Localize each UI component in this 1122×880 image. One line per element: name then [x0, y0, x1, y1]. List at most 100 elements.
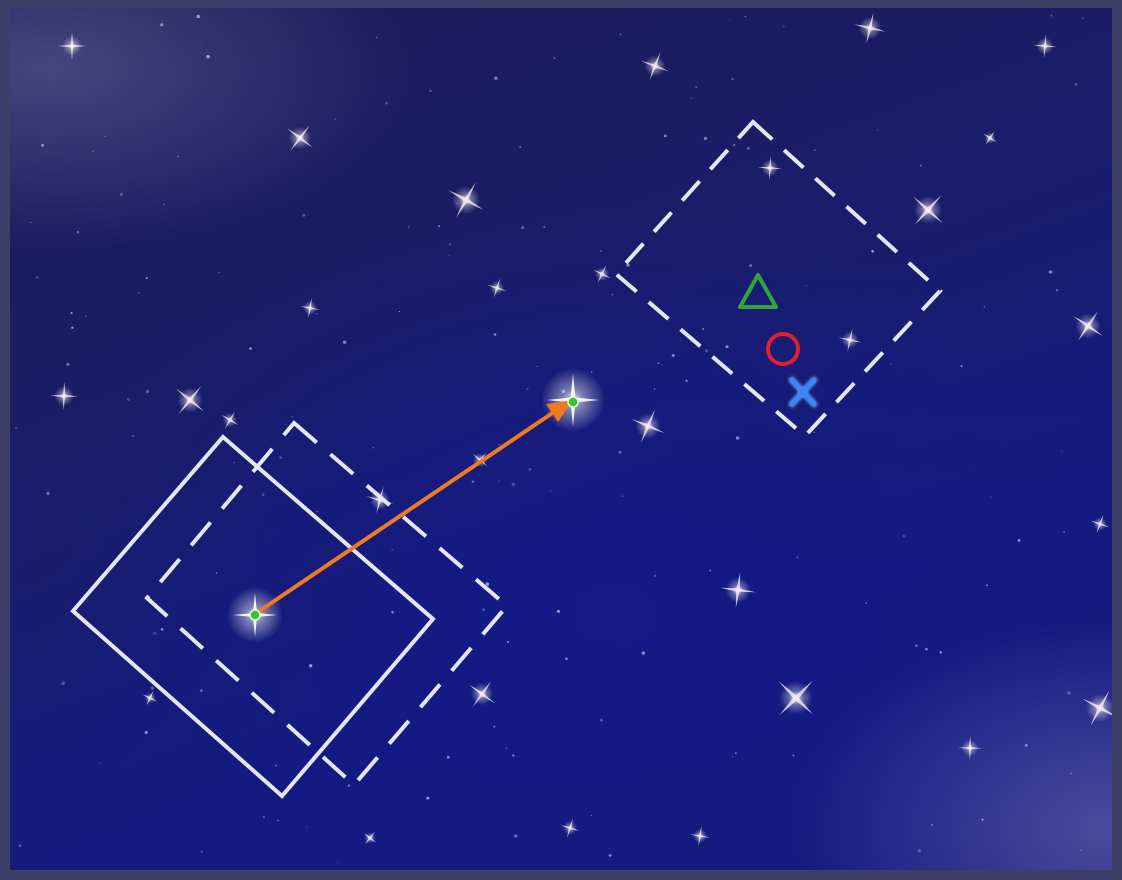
- star-dot: [151, 687, 154, 690]
- star-dot: [619, 451, 622, 454]
- star-dot: [931, 824, 933, 826]
- star-dot: [47, 492, 50, 495]
- star-dot: [61, 682, 65, 686]
- star-sparkle: [439, 173, 493, 227]
- star-dot: [92, 151, 93, 152]
- star-dot: [153, 632, 156, 635]
- star-dot: [493, 726, 495, 728]
- star-dot: [731, 78, 733, 80]
- star-dot: [138, 292, 139, 293]
- star-dot: [449, 243, 452, 246]
- star-dot: [814, 150, 815, 151]
- star-sparkle: [216, 406, 243, 433]
- cross-icon: [792, 380, 814, 404]
- star-dot: [206, 55, 209, 58]
- star-dot: [806, 285, 807, 286]
- star-dot: [160, 23, 163, 26]
- star-dot: [132, 435, 134, 437]
- star-dot: [1061, 451, 1062, 452]
- star-sparkle: [836, 326, 864, 354]
- star-dot: [695, 86, 697, 88]
- star-dot: [658, 362, 660, 364]
- triangle-icon: [740, 275, 776, 307]
- star-dot: [925, 648, 928, 651]
- star-dot: [498, 481, 499, 482]
- star-sparkle: [58, 32, 86, 60]
- star-dot: [456, 203, 458, 205]
- star-dot: [99, 762, 100, 763]
- star-dot: [672, 354, 675, 357]
- star-sparkle: [558, 816, 583, 841]
- star-dot: [609, 854, 612, 857]
- star-dot: [1082, 18, 1083, 19]
- star-dot: [219, 272, 220, 273]
- star-dot: [145, 731, 148, 734]
- star-dot: [408, 226, 410, 228]
- star-dot: [343, 341, 346, 344]
- star-sparkle: [958, 736, 982, 760]
- star-dot: [373, 447, 374, 448]
- star-sparkle: [624, 402, 671, 449]
- game-canvas: [10, 8, 1112, 870]
- star-dot: [814, 432, 816, 434]
- star-sparkle: [636, 47, 675, 86]
- star-dot: [1067, 691, 1070, 694]
- star-dot: [1049, 270, 1052, 273]
- star-dot: [554, 57, 556, 59]
- star-dot: [620, 34, 622, 36]
- star-dot: [986, 584, 988, 586]
- star-dot: [626, 264, 629, 267]
- star-dot: [527, 388, 529, 390]
- star-dot: [336, 862, 337, 863]
- star-dot: [494, 333, 496, 335]
- star-dot: [866, 602, 868, 604]
- star-dot: [745, 16, 747, 18]
- star-sparkle: [851, 9, 889, 47]
- star-dot: [691, 98, 692, 99]
- start-node[interactable]: [250, 610, 260, 620]
- star-dot: [385, 102, 388, 105]
- star-dot: [335, 118, 336, 119]
- star-dot: [279, 456, 281, 458]
- star-sparkle: [1032, 33, 1058, 59]
- star-dot: [1063, 531, 1065, 533]
- star-sparkle: [762, 664, 830, 732]
- star-dot: [306, 826, 307, 827]
- star-dot: [177, 155, 179, 157]
- star-dot: [704, 137, 707, 140]
- star-dot: [77, 231, 79, 233]
- star-dot: [519, 146, 521, 148]
- star-dot: [550, 490, 551, 491]
- star-dot: [1025, 744, 1028, 747]
- star-sparkle: [278, 116, 323, 161]
- star-dot: [263, 816, 265, 818]
- star-dot: [127, 398, 130, 401]
- background-stars: [15, 9, 1112, 864]
- star-dot: [146, 390, 149, 393]
- star-dot: [557, 610, 560, 613]
- star-sparkle: [689, 825, 712, 848]
- star-dot: [200, 689, 202, 691]
- star-dot: [664, 135, 667, 138]
- star-dot: [528, 468, 531, 471]
- star-dot: [729, 20, 730, 21]
- star-dot: [391, 549, 392, 550]
- star-dot: [438, 225, 440, 227]
- star-dot: [732, 756, 734, 758]
- star-dot: [146, 277, 148, 279]
- star-dot: [565, 658, 568, 661]
- end-node[interactable]: [568, 397, 578, 407]
- star-dot: [733, 144, 736, 147]
- star-dot: [399, 311, 400, 312]
- star-dot: [309, 664, 312, 667]
- star-dot: [233, 462, 235, 464]
- circle-icon: [768, 334, 798, 364]
- star-dot: [710, 570, 712, 572]
- star-dot: [797, 556, 799, 558]
- star-dot: [1051, 15, 1053, 17]
- star-sparkle: [1063, 301, 1112, 351]
- star-dot: [507, 641, 509, 643]
- star-dot: [612, 294, 613, 295]
- star-dot: [249, 347, 252, 350]
